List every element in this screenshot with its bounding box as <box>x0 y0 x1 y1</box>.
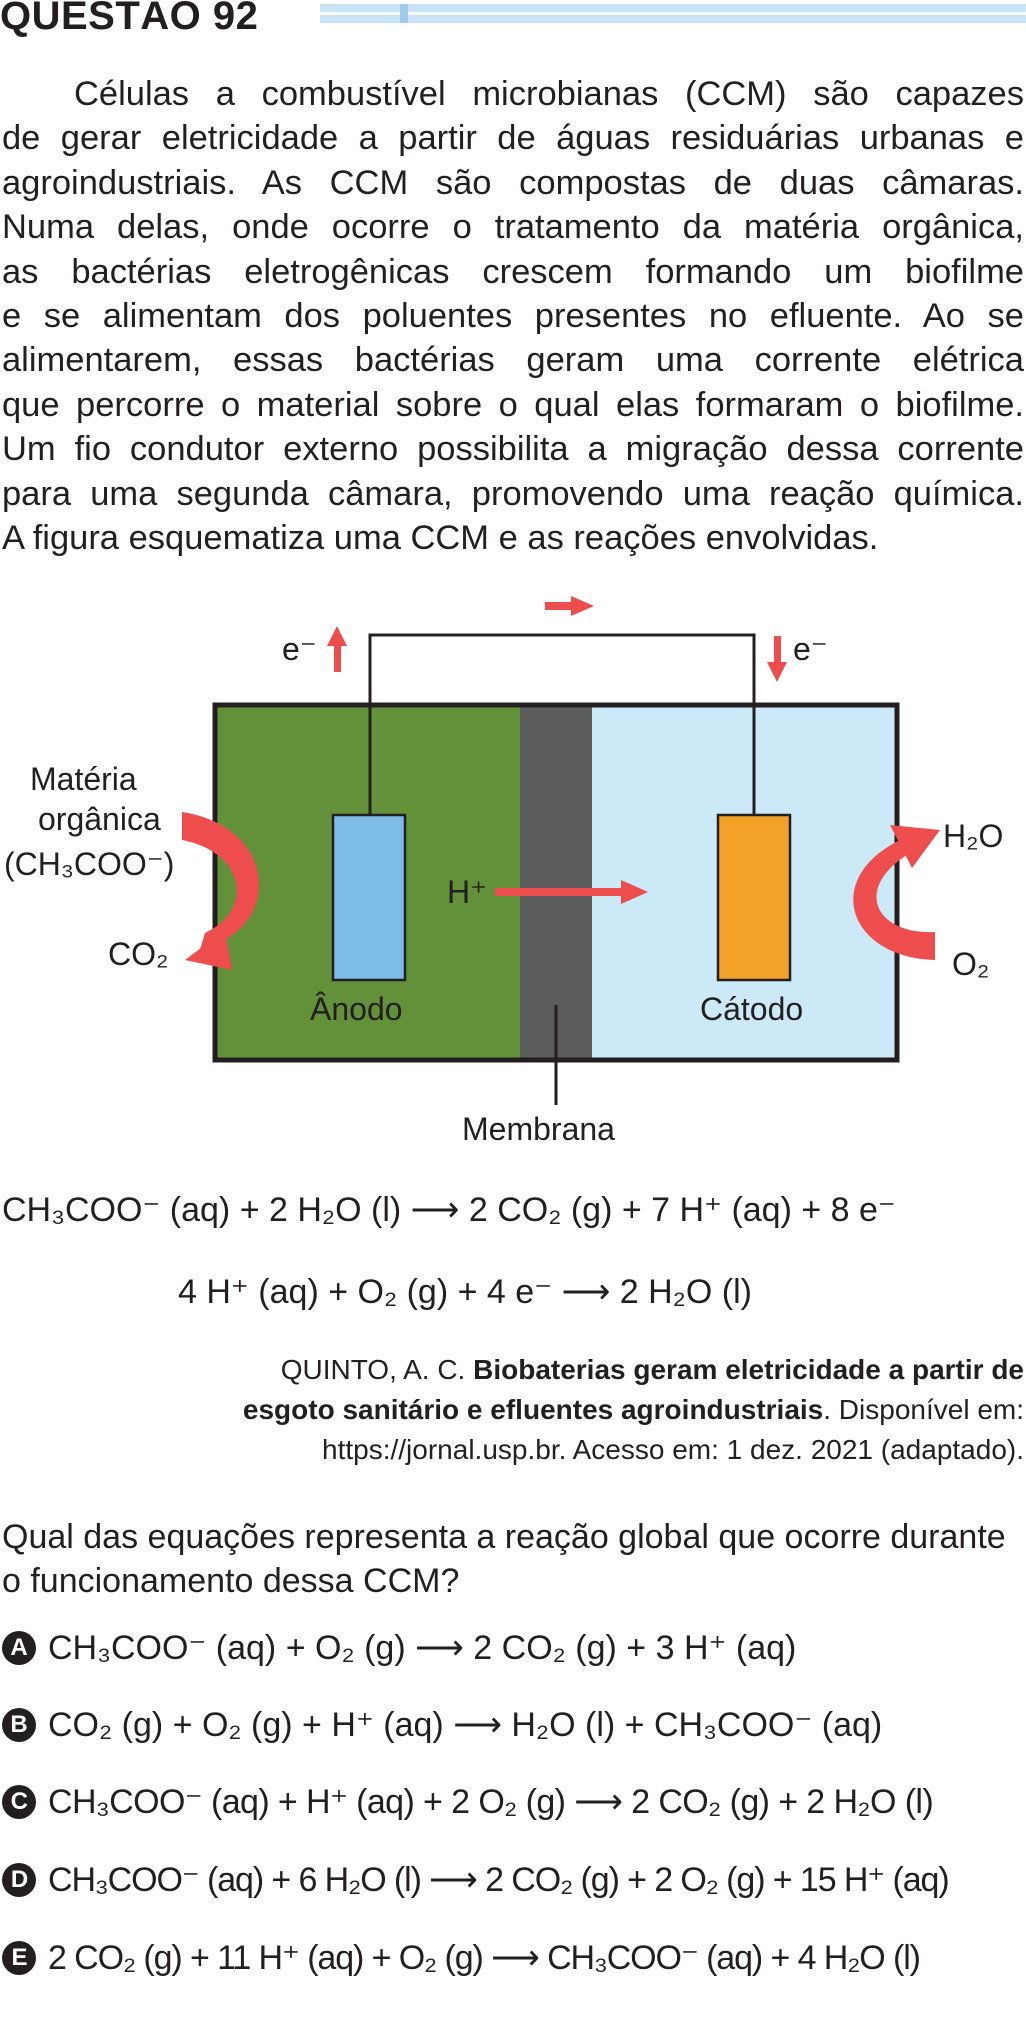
membrane <box>520 705 592 1060</box>
proton-arrow-icon <box>495 880 648 904</box>
citation: QUINTO, A. C. Biobaterias geram eletrici… <box>24 1350 1024 1470</box>
half-reaction-cathode: 4 H⁺ (aq) + O₂ (g) + 4 e⁻ ⟶ 2 H₂O (l) <box>178 1273 752 1311</box>
fuel-cell-diagram: e⁻ e⁻ H⁺ Matéria orgânica (CH₃COO⁻) CO₂ … <box>4 596 1003 1147</box>
option-text: CH₃COO⁻ (aq) + 6 H₂O (l) ⟶ 2 CO₂ (g) + 2… <box>48 1861 950 1899</box>
cathode-electrode <box>716 813 792 982</box>
o2-label: O₂ <box>952 946 989 982</box>
option-text: CH₃COO⁻ (aq) + H⁺ (aq) + 2 O₂ (g) ⟶ 2 CO… <box>48 1783 934 1821</box>
citation-available: . Disponível em: <box>823 1394 1024 1425</box>
electron-label-right: e⁻ <box>793 631 828 667</box>
citation-title: Biobaterias geram eletricidade a partir … <box>473 1354 1024 1385</box>
external-wire <box>368 633 756 815</box>
stem-line: para uma segunda câmara, promovendo uma … <box>2 474 1024 513</box>
header-rule-accent <box>400 4 408 23</box>
option-c[interactable]: C CH₃COO⁻ (aq) + H⁺ (aq) + 2 O₂ (g) ⟶ 2 … <box>2 1782 934 1822</box>
stem-line: Células a combustível microbianas (CCM) … <box>74 75 1024 113</box>
co2-arrowhead-icon <box>185 930 232 970</box>
electron-label-left: e⁻ <box>282 631 317 667</box>
stem-line: A figura esquematiza uma CCM e as reaçõe… <box>2 519 879 558</box>
stem-line: e se alimentam dos poluentes presentes n… <box>2 297 1024 336</box>
option-letter-badge: C <box>2 1785 36 1819</box>
arrow-up-icon <box>327 626 347 672</box>
stem-line: de gerar eletricidade a partir de águas … <box>2 119 1024 158</box>
stem-line: Um fio condutor externo possibilita a mi… <box>2 430 1024 469</box>
option-a[interactable]: A CH₃COO⁻ (aq) + O₂ (g) ⟶ 2 CO₂ (g) + 3 … <box>2 1628 796 1668</box>
option-letter-badge: E <box>2 1941 36 1975</box>
cathode-label: Cátodo <box>700 991 803 1027</box>
citation-author: QUINTO, A. C. <box>280 1354 474 1385</box>
stem-line: as bactérias eletrogênicas crescem forma… <box>2 252 1024 291</box>
header-rule <box>320 4 1026 12</box>
stem-line: alimentarem, essas bactérias geram uma c… <box>2 341 1024 380</box>
organic-matter-arrow-icon <box>182 812 260 956</box>
anode-label: Ânodo <box>310 991 403 1027</box>
citation-title: esgoto sanitário e efluentes agroindustr… <box>242 1394 824 1425</box>
stem-line: Numa delas, onde ocorre o tratamento da … <box>2 208 1024 247</box>
anode-electrode <box>331 813 407 982</box>
header-rule-secondary <box>320 15 1026 23</box>
option-text: 2 CO₂ (g) + 11 H⁺ (aq) + O₂ (g) ⟶ CH₃COO… <box>48 1939 921 1977</box>
option-d[interactable]: D CH₃COO⁻ (aq) + 6 H₂O (l) ⟶ 2 CO₂ (g) +… <box>2 1860 950 1900</box>
question-text: Qual das equações representa a reação gl… <box>2 1518 1006 1600</box>
proton-label: H⁺ <box>447 874 487 910</box>
citation-source: https://jornal.usp.br. Acesso em: 1 dez.… <box>322 1434 1024 1465</box>
stem-line: que percorre o material sobre o qual ela… <box>2 385 1024 424</box>
stem-line: agroindustriais. As CCM são compostas de… <box>2 163 1024 202</box>
option-b[interactable]: B CO₂ (g) + O₂ (g) + H⁺ (aq) ⟶ H₂O (l) +… <box>2 1705 882 1745</box>
organic-matter-label: Matéria <box>30 761 137 797</box>
option-letter-badge: D <box>2 1863 36 1897</box>
option-letter-badge: A <box>2 1631 36 1665</box>
h2o-label: H₂O <box>943 818 1003 854</box>
membrane-label: Membrana <box>462 1111 615 1147</box>
question-number: QUESTÃO 92 <box>0 0 259 38</box>
stem-paragraph: Células a combustível microbianas (CCM) … <box>2 72 1024 560</box>
co2-label: CO₂ <box>108 936 168 972</box>
arrow-down-icon <box>767 636 787 682</box>
arrow-right-icon <box>545 596 594 616</box>
option-e[interactable]: E 2 CO₂ (g) + 11 H⁺ (aq) + O₂ (g) ⟶ CH₃C… <box>2 1938 921 1978</box>
organic-matter-label: orgânica <box>38 801 161 837</box>
h2o-arrowhead-icon <box>890 825 940 868</box>
option-text: CH₃COO⁻ (aq) + O₂ (g) ⟶ 2 CO₂ (g) + 3 H⁺… <box>48 1629 797 1667</box>
option-text: CO₂ (g) + O₂ (g) + H⁺ (aq) ⟶ H₂O (l) + C… <box>48 1706 883 1744</box>
half-reaction-anode: CH₃COO⁻ (aq) + 2 H₂O (l) ⟶ 2 CO₂ (g) + 7… <box>2 1191 896 1229</box>
option-letter-badge: B <box>2 1708 36 1742</box>
organic-formula-label: (CH₃COO⁻) <box>4 846 174 882</box>
water-arrow-icon <box>853 840 935 960</box>
